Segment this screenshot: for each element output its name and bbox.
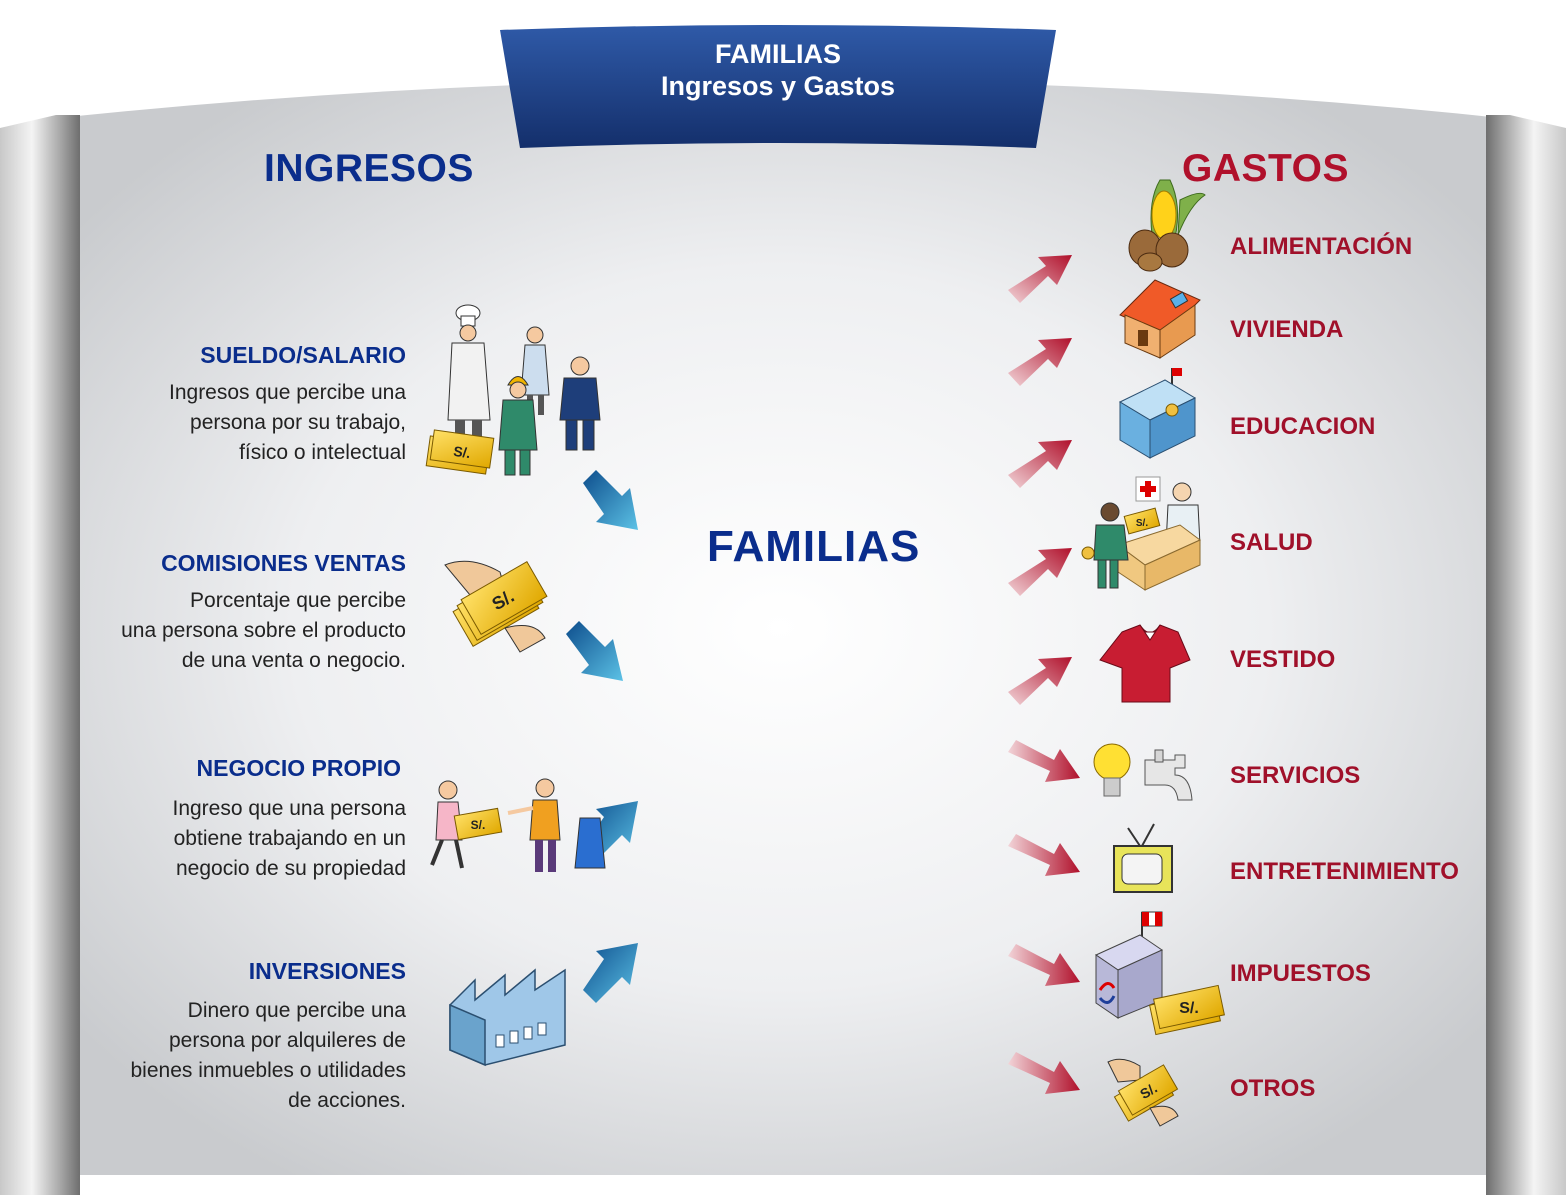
- expense-label-educacion: EDUCACION: [1230, 413, 1376, 440]
- income-title-inversiones: INVERSIONES: [248, 958, 406, 984]
- income-desc-inversiones: Dinero que percibe una persona por alqui…: [130, 999, 406, 1112]
- income-desc-sueldo: Ingresos que percibe una persona por su …: [169, 381, 406, 464]
- expense-label-alimentacion: ALIMENTACIÓN: [1230, 233, 1413, 260]
- ingresos-heading: INGRESOS: [264, 147, 474, 190]
- title-line-2: Ingresos y Gastos: [660, 71, 896, 101]
- income-title-negocio: NEGOCIO PROPIO: [196, 755, 401, 781]
- income-title-sueldo: SUELDO/SALARIO: [200, 342, 406, 368]
- expense-label-vestido: VESTIDO: [1230, 646, 1336, 673]
- expense-label-entretenimiento: ENTRETENIMIENTO: [1230, 858, 1459, 885]
- expense-label-servicios: SERVICIOS: [1230, 762, 1361, 789]
- title-line-1: FAMILIAS: [715, 39, 841, 69]
- income-title-comisiones: COMISIONES VENTAS: [161, 550, 406, 576]
- income-desc-negocio: Ingreso que una persona obtiene trabajan…: [172, 797, 406, 880]
- gastos-heading: GASTOS: [1182, 147, 1349, 190]
- expense-label-impuestos: IMPUESTOS: [1230, 960, 1371, 987]
- diagram-title: FAMILIAS Ingresos y Gastos: [500, 38, 1056, 102]
- expense-label-otros: OTROS: [1230, 1075, 1316, 1102]
- expense-label-vivienda: VIVIENDA: [1230, 316, 1344, 343]
- income-desc-comisiones: Porcentaje que percibe una persona sobre…: [121, 589, 406, 672]
- center-label: FAMILIAS: [707, 522, 921, 571]
- expense-label-salud: SALUD: [1230, 529, 1313, 556]
